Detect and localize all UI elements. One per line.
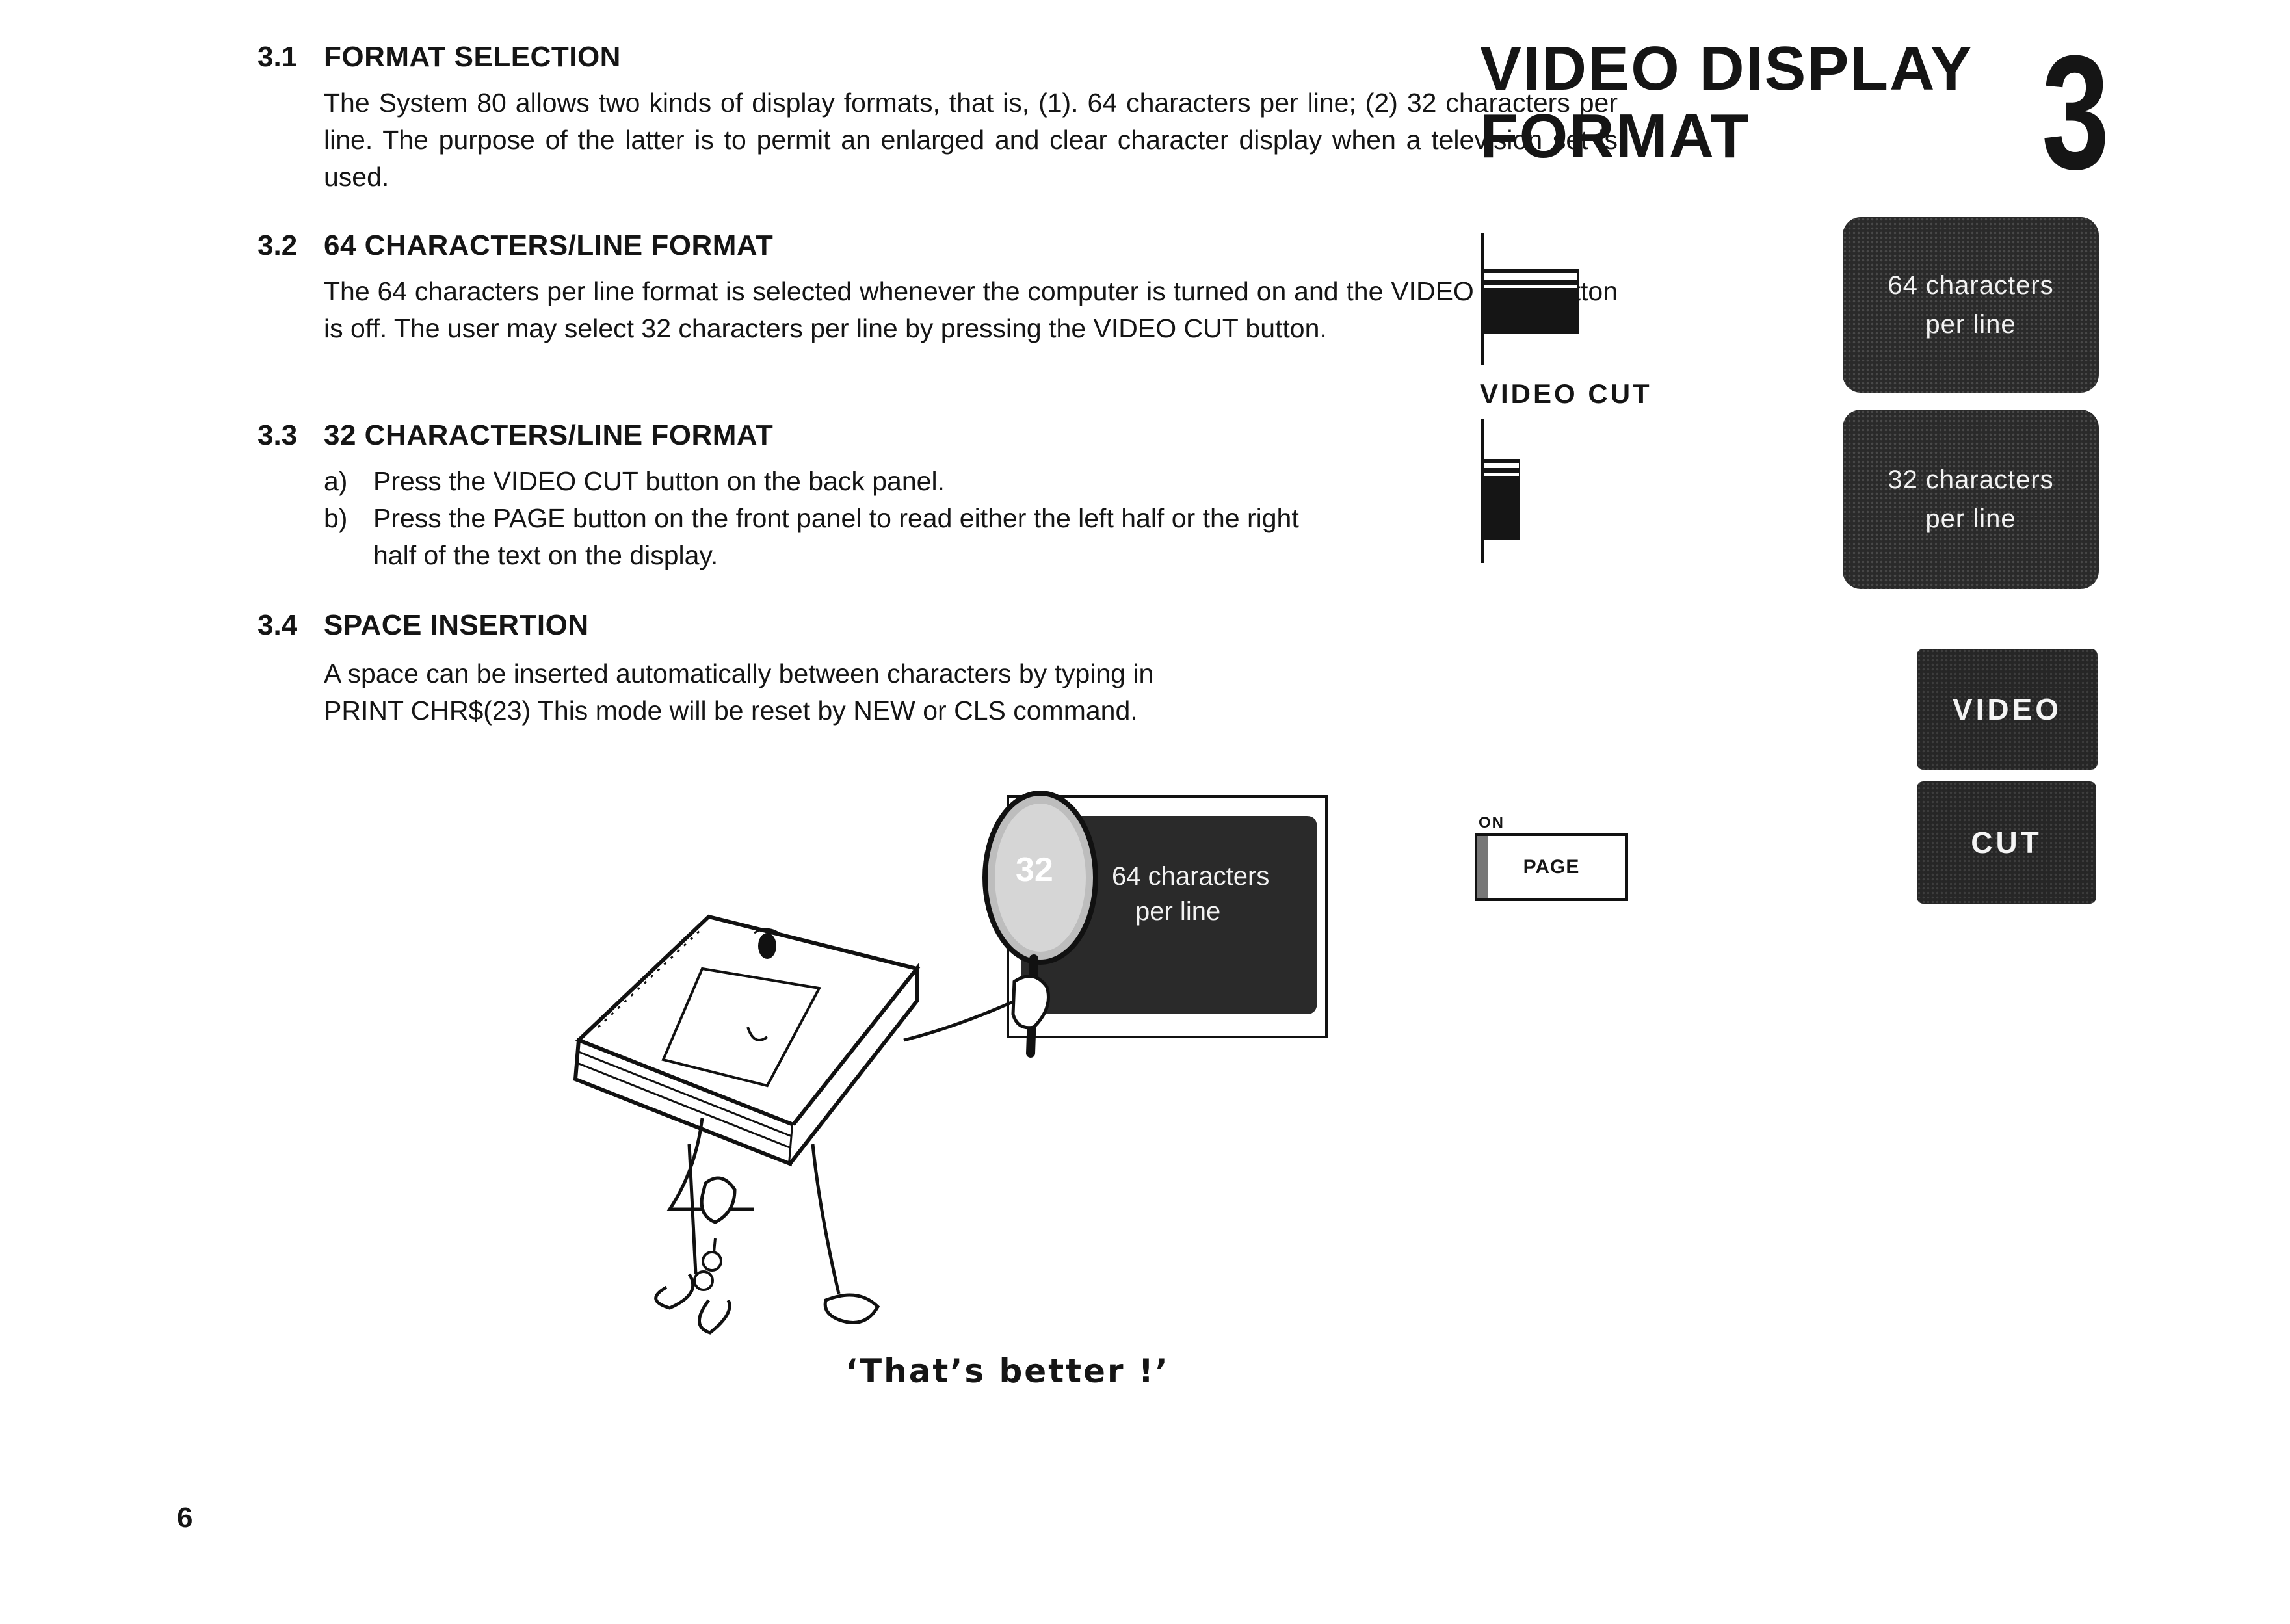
computer-character-illustration <box>573 791 1328 1335</box>
lens-text: 32 <box>1016 851 1053 889</box>
screen-text-line-1: 64 characters <box>1888 271 2054 300</box>
section-number: 3.2 <box>257 229 298 261</box>
section-title: SPACE INSERTION <box>324 609 589 641</box>
section-title: FORMAT SELECTION <box>324 41 621 73</box>
section-number: 3.3 <box>257 419 298 451</box>
screen-text-line-2: per line <box>1925 310 2016 339</box>
list-item-text-continued: half of the text on the display. <box>373 540 718 570</box>
video-cut-switch-on-diagram <box>1481 419 1520 563</box>
chapter-title-line-2: FORMAT <box>1480 101 1750 171</box>
section-body-line-2: PRINT CHR$(23) This mode will be reset b… <box>324 696 1138 726</box>
chapter-title-line-1: VIDEO DISPLAY <box>1480 34 1973 103</box>
section-number: 3.1 <box>257 41 298 73</box>
section-number: 3.4 <box>257 609 298 641</box>
illustration-caption: ‘That’s better !’ <box>845 1352 1170 1390</box>
list-item-label: b) <box>324 503 348 533</box>
on-label: ON <box>1479 814 1505 832</box>
section-body: The 64 characters per line format is sel… <box>324 276 1618 343</box>
screen-32-characters: 32 characters per line <box>1843 410 2099 589</box>
screen-64-characters: 64 characters per line <box>1843 217 2099 393</box>
page-number: 6 <box>177 1502 193 1534</box>
section-title: 64 CHARACTERS/LINE FORMAT <box>324 229 774 261</box>
list-item-text: Press the PAGE button on the front panel… <box>373 503 1299 533</box>
screen-text-line-2: per line <box>1925 504 2016 533</box>
page-button-illustration: PAGE <box>1475 833 1628 901</box>
list-item-label: a) <box>324 466 348 496</box>
section-title: 32 CHARACTERS/LINE FORMAT <box>324 419 774 451</box>
screen-text-line-1: 32 characters <box>1888 465 2054 494</box>
tv-text-line-2: per line <box>1135 897 1221 926</box>
section-body-line-1: A space can be inserted automatically be… <box>324 659 1154 688</box>
tv-text-line-1: 64 characters <box>1112 862 1270 891</box>
video-cut-switch-off-diagram <box>1481 233 1579 365</box>
cut-button-illustration: CUT <box>1917 781 2096 904</box>
chapter-number: 3 <box>2042 21 2110 203</box>
list-item: b) Press the PAGE button on the front pan… <box>324 500 1611 574</box>
list-item-text: Press the VIDEO CUT button on the back p… <box>373 466 945 496</box>
page-button-shade <box>1477 836 1488 898</box>
video-cut-label: VIDEO CUT <box>1480 378 1652 409</box>
section-body: The System 80 allows two kinds of displa… <box>324 88 1618 192</box>
list-item: a) Press the VIDEO CUT button on the back… <box>324 463 1611 500</box>
video-button-illustration: VIDEO <box>1917 649 2098 770</box>
